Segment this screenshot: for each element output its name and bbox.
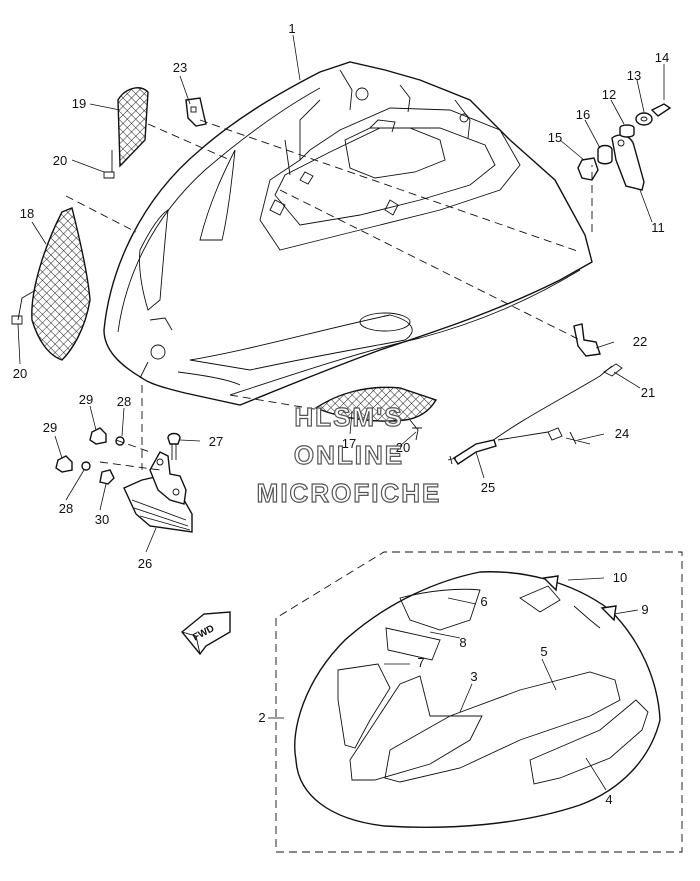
watermark-line-1: HLSM'S xyxy=(294,402,403,432)
callout-30: 30 xyxy=(95,512,109,527)
watermark: HLSM'S ONLINE MICROFICHE xyxy=(256,401,442,508)
callout-labels: 1 2 3 4 5 6 7 8 9 10 11 12 13 14 15 16 1… xyxy=(13,21,669,807)
cable-assembly xyxy=(447,363,623,465)
grille-18 xyxy=(11,207,91,361)
callout-14: 14 xyxy=(655,50,669,65)
grille-19 xyxy=(103,87,149,179)
callout-29a: 29 xyxy=(79,392,93,407)
watermark-line-3: MICROFICHE xyxy=(257,478,442,508)
assembly-lines xyxy=(65,119,683,853)
bracket-23 xyxy=(185,97,207,127)
callout-20a: 20 xyxy=(53,153,67,168)
callout-25: 25 xyxy=(481,480,495,495)
callout-15: 15 xyxy=(548,130,562,145)
callout-6: 6 xyxy=(480,594,487,609)
callout-21: 21 xyxy=(641,385,655,400)
callout-29b: 29 xyxy=(43,420,57,435)
callout-28a: 28 xyxy=(117,394,131,409)
callout-1: 1 xyxy=(288,21,295,36)
callout-12: 12 xyxy=(602,87,616,102)
latch-assembly xyxy=(55,427,193,533)
fwd-arrow: FWD xyxy=(181,611,231,656)
callout-22: 22 xyxy=(633,334,647,349)
hinge-hardware xyxy=(577,103,672,191)
watermark-line-2: ONLINE xyxy=(294,440,404,470)
callout-11: 11 xyxy=(651,220,665,235)
callout-20c: 20 xyxy=(396,440,410,455)
decal-pieces xyxy=(542,575,617,622)
callout-23: 23 xyxy=(173,60,187,75)
hood-assembly xyxy=(103,61,593,406)
grille-17 xyxy=(314,386,438,441)
callout-19: 19 xyxy=(72,96,86,111)
callout-27: 27 xyxy=(209,434,223,449)
callout-10: 10 xyxy=(613,570,627,585)
callout-2: 2 xyxy=(258,710,265,725)
callout-17: 17 xyxy=(342,436,356,451)
bracket-22 xyxy=(573,323,601,357)
callout-5: 5 xyxy=(540,644,547,659)
callout-13: 13 xyxy=(627,68,641,83)
callout-9: 9 xyxy=(641,602,648,617)
callout-26: 26 xyxy=(138,556,152,571)
callout-28b: 28 xyxy=(59,501,73,516)
callout-16: 16 xyxy=(576,107,590,122)
callout-7: 7 xyxy=(417,655,424,670)
callout-8: 8 xyxy=(459,635,466,650)
callout-20b: 20 xyxy=(13,366,27,381)
leader-lines xyxy=(17,34,665,791)
decal-set xyxy=(294,571,661,828)
callout-24: 24 xyxy=(615,426,629,441)
callout-4: 4 xyxy=(605,792,612,807)
callout-3: 3 xyxy=(470,669,477,684)
callout-18: 18 xyxy=(20,206,34,221)
